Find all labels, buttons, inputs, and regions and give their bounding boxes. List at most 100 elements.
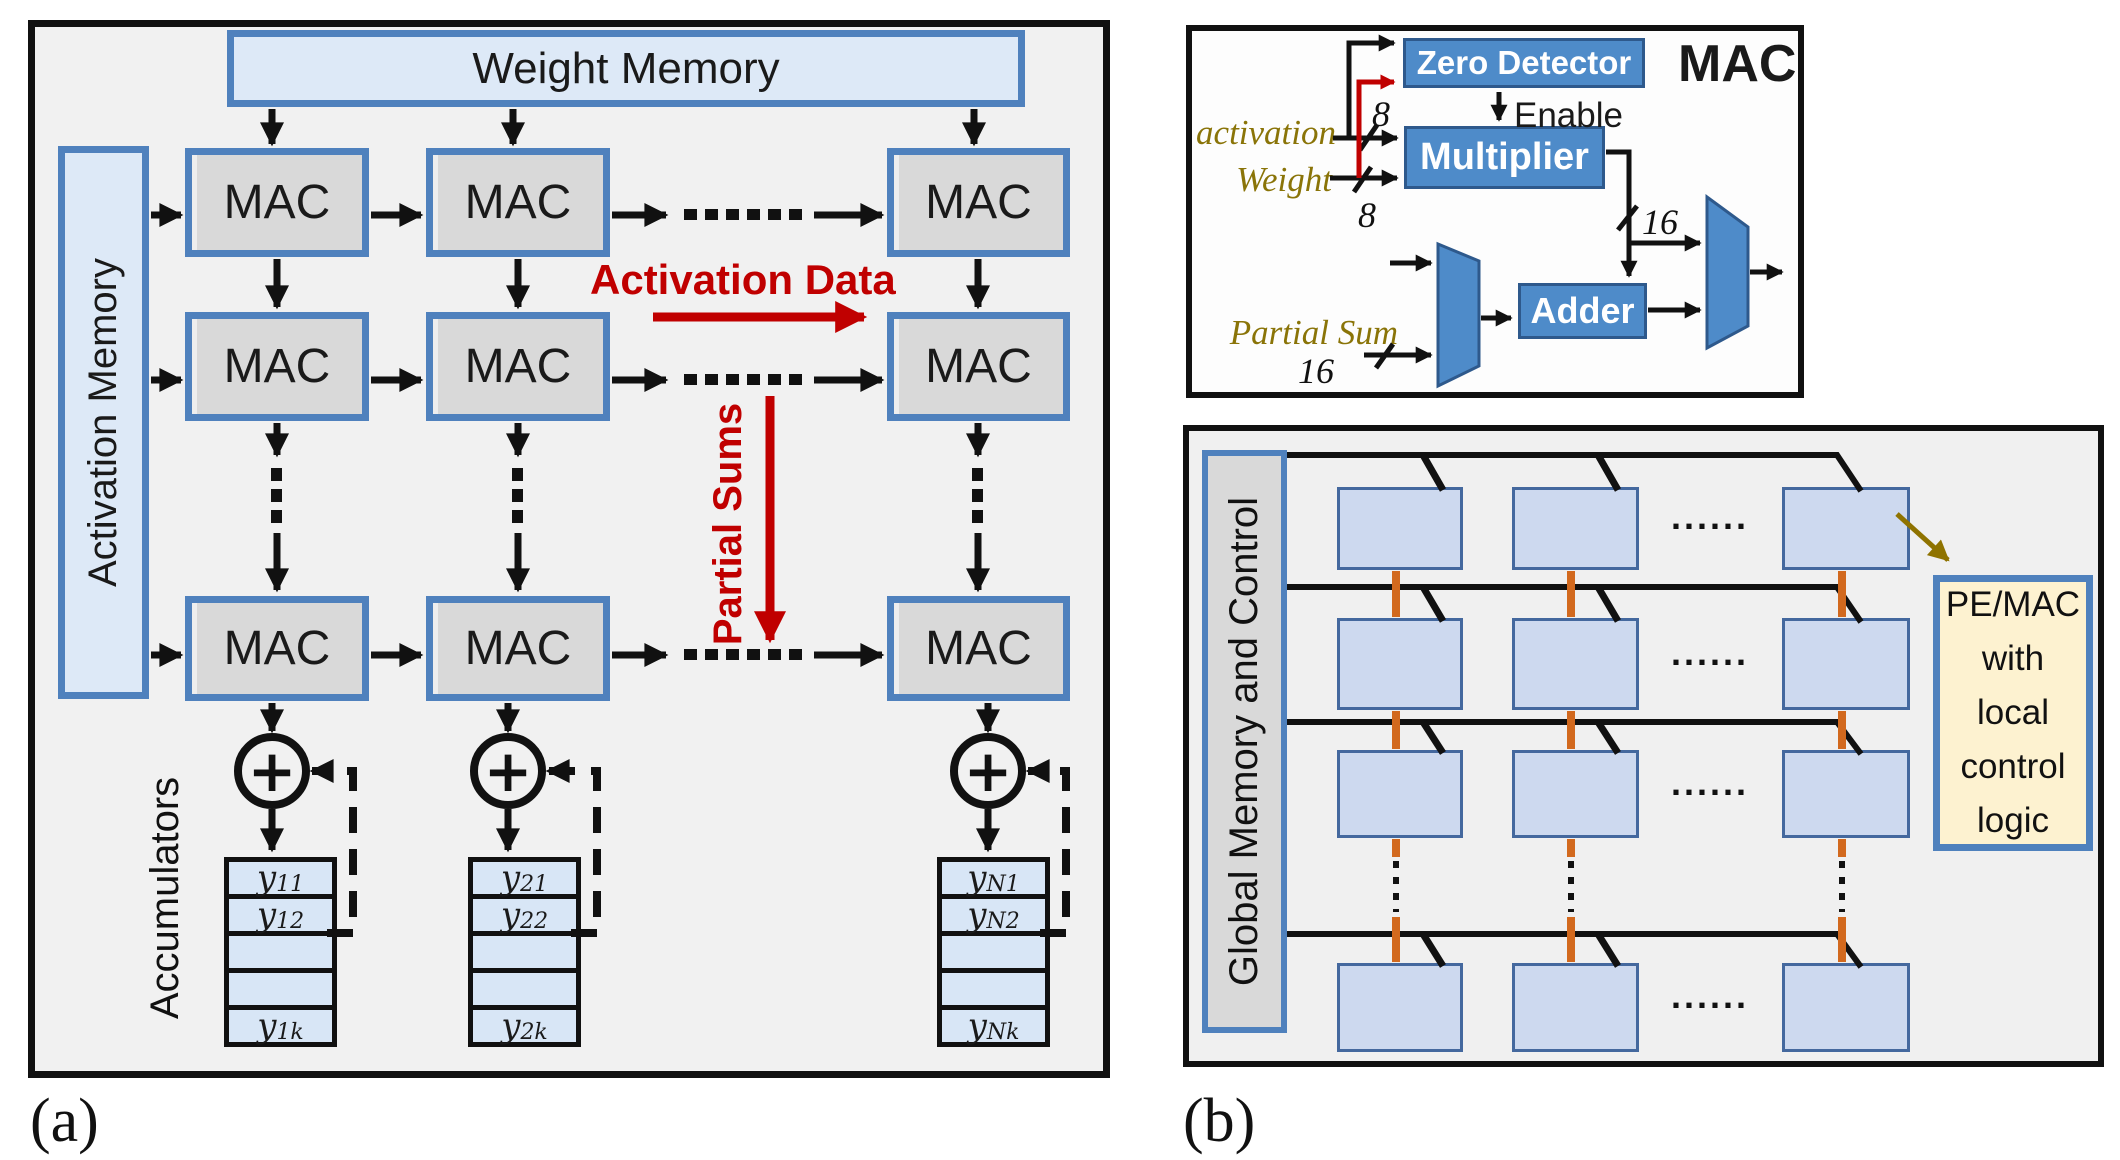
mac-label: MAC — [223, 622, 331, 675]
reg-label: y — [967, 858, 987, 898]
reg-sub: Nk — [986, 1020, 1020, 1045]
mac-label: MAC — [464, 340, 572, 393]
pe-box-r2c1 — [1337, 618, 1463, 710]
weight-input-label: Weight — [1236, 160, 1332, 199]
reg-label: y — [501, 1006, 521, 1046]
weight-bus-width: 8 — [1358, 195, 1376, 235]
row-ellipsis: ...... — [1670, 762, 1749, 803]
zero-detector-box: Zero Detector — [1403, 38, 1645, 88]
partial-sums-label: Partial Sums — [705, 402, 750, 646]
reg-sub: 11 — [276, 872, 305, 897]
reg-label: y — [256, 858, 277, 898]
mac-box-r2c2: MAC — [426, 312, 610, 421]
reg-label: y — [967, 1006, 987, 1046]
accumulators-label: Accumulators — [142, 776, 187, 1020]
reg-label: y — [500, 858, 521, 898]
pe-box-r3cN — [1782, 750, 1910, 838]
mac-box-r1c1: MAC — [185, 148, 369, 257]
pe-box-r4cN — [1782, 963, 1910, 1052]
accumulator-cell — [942, 931, 1045, 968]
accumulator-cell — [229, 968, 332, 1005]
pe-box-r1c2 — [1512, 487, 1639, 570]
accumulator-cell — [473, 968, 576, 1005]
pe-callout-line: PE/MAC — [1945, 585, 2081, 624]
pe-box-r1cN — [1782, 487, 1910, 570]
reg-sub: N1 — [986, 872, 1020, 897]
pe-callout-line: with — [1981, 639, 2045, 678]
weight-memory-label: Weight Memory — [472, 43, 780, 93]
row-ellipsis: ...... — [1670, 632, 1749, 673]
activation-bus-width: 8 — [1372, 94, 1390, 134]
reg-label: y — [967, 895, 987, 935]
pe-box-r1c1 — [1337, 487, 1463, 570]
pe-box-r3c1 — [1337, 750, 1463, 838]
product-bus-width: 16 — [1642, 202, 1678, 242]
reg-sub: N2 — [986, 909, 1020, 934]
mac-label: MAC — [925, 622, 1032, 675]
reg-sub: 2k — [520, 1020, 548, 1045]
global-memory-label: Global Memory and Control — [1222, 496, 1266, 987]
mac-label: MAC — [223, 176, 331, 229]
reg-label: y — [256, 895, 277, 935]
multiplier-label: Multiplier — [1420, 136, 1589, 178]
reg-sub: 1k — [276, 1020, 304, 1045]
reg-sub: 22 — [520, 909, 549, 934]
caption-a: (a) — [30, 1087, 99, 1155]
accumulator-cell — [942, 968, 1045, 1005]
mac-box-r2c1: MAC — [185, 312, 369, 421]
mac-detail-title: MAC — [1678, 35, 1797, 93]
zero-detector-label: Zero Detector — [1416, 44, 1632, 81]
mac-box-r1c2: MAC — [426, 148, 610, 257]
mac-box-r1cN: MAC — [887, 148, 1070, 257]
row-ellipsis: ...... — [1670, 496, 1749, 537]
pe-callout-line: control — [1960, 747, 2066, 786]
weight-memory-box: Weight Memory — [227, 30, 1025, 107]
multiplier-box: Multiplier — [1404, 126, 1605, 189]
mac-label: MAC — [464, 622, 572, 675]
pe-callout-box: PE/MAC with local control logic — [1933, 575, 2093, 851]
pe-box-r3c2 — [1512, 750, 1639, 838]
pe-box-r2c2 — [1512, 618, 1639, 710]
mac-box-r3cN: MAC — [887, 596, 1070, 701]
activation-memory-label: Activation Memory — [81, 258, 125, 587]
reg-sub: 21 — [520, 872, 549, 897]
reg-sub: 12 — [276, 909, 305, 934]
activation-input-label: activation — [1196, 113, 1336, 152]
reg-label: y — [257, 1006, 277, 1046]
activation-memory-box — [58, 146, 149, 699]
global-memory-box — [1202, 450, 1287, 1033]
mac-box-r3c2: MAC — [426, 596, 610, 701]
mac-box-r3c1: MAC — [185, 596, 369, 701]
enable-label: Enable — [1514, 96, 1623, 135]
mac-label: MAC — [925, 340, 1032, 393]
mac-label: MAC — [925, 176, 1032, 229]
mac-label: MAC — [223, 340, 331, 393]
accumulator-cell — [473, 931, 576, 968]
adder-box: Adder — [1518, 283, 1647, 339]
partial-sum-bus-width: 16 — [1298, 351, 1334, 391]
pe-box-r4c2 — [1512, 963, 1639, 1052]
mac-box-r2cN: MAC — [887, 312, 1070, 421]
mac-label: MAC — [464, 176, 572, 229]
pe-box-r2cN — [1782, 618, 1910, 710]
accumulator-cell — [229, 931, 332, 968]
partial-sum-input-label: Partial Sum — [1229, 313, 1398, 352]
pe-callout-line: local — [1977, 693, 2049, 732]
caption-b: (b) — [1183, 1087, 1256, 1155]
pe-callout-line: logic — [1977, 801, 2049, 840]
row-ellipsis: ...... — [1670, 975, 1749, 1016]
adder-label: Adder — [1530, 290, 1635, 331]
activation-data-label: Activation Data — [590, 256, 896, 303]
